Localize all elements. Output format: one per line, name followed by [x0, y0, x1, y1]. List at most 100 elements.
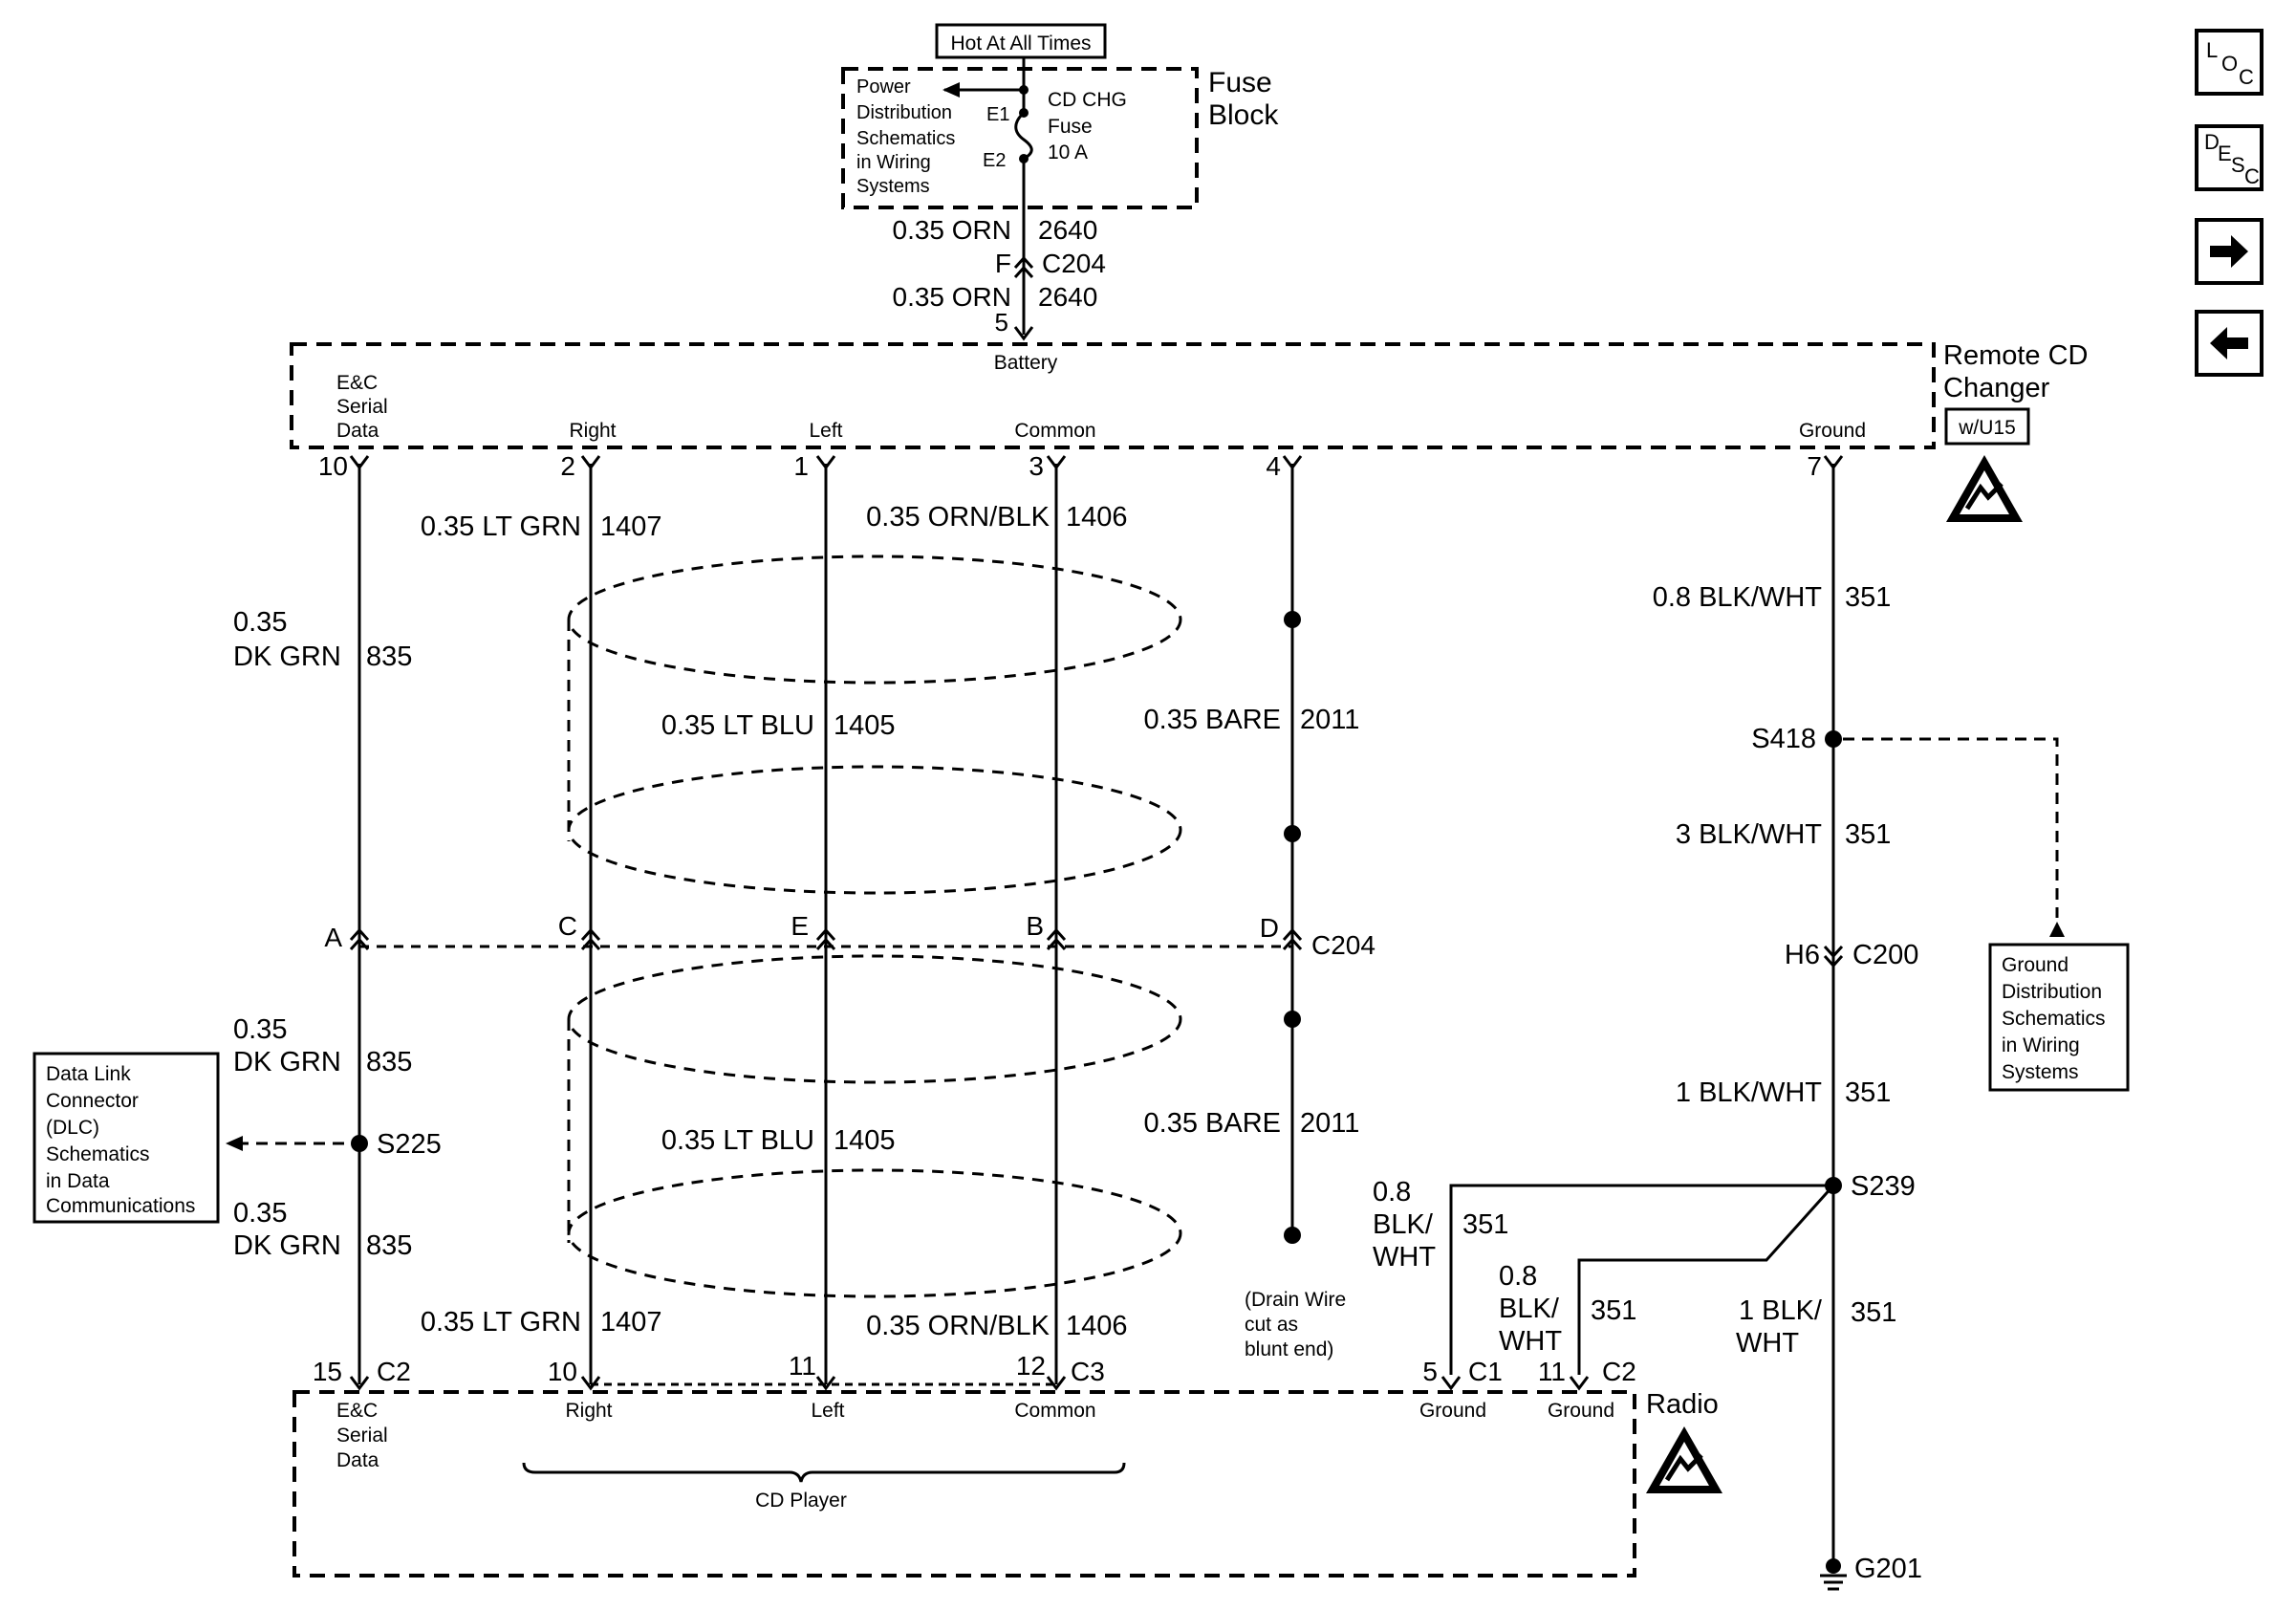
desc-button[interactable]: D E S C	[2195, 124, 2264, 191]
svg-text:C: C	[558, 911, 577, 941]
esd-icon	[1946, 455, 2023, 522]
svg-text:0.35: 0.35	[233, 607, 287, 638]
back-arrow-button[interactable]	[2195, 310, 2264, 377]
svg-text:Distribution: Distribution	[2002, 981, 2102, 1003]
radio-esd-icon	[1646, 1426, 1722, 1493]
svg-text:1: 1	[793, 451, 809, 481]
svg-text:Changer: Changer	[1943, 373, 2050, 403]
svg-text:BLK/: BLK/	[1373, 1209, 1434, 1240]
battery-label: Battery	[994, 352, 1058, 374]
svg-text:Distribution: Distribution	[856, 102, 952, 123]
svg-text:S418: S418	[1751, 724, 1816, 754]
svg-text:5: 5	[995, 308, 1008, 337]
svg-text:351: 351	[1845, 582, 1891, 613]
cd-player-bracket	[522, 1462, 1126, 1483]
fuse-block-title-2: Block	[1208, 99, 1279, 131]
svg-text:835: 835	[366, 1047, 412, 1077]
svg-text:3: 3	[1029, 451, 1044, 481]
svg-text:0.35 ORN/BLK: 0.35 ORN/BLK	[866, 1311, 1050, 1341]
svg-text:in Wiring: in Wiring	[856, 152, 931, 173]
svg-text:DK GRN: DK GRN	[233, 1047, 341, 1077]
svg-text:C3: C3	[1071, 1357, 1105, 1386]
svg-text:1405: 1405	[834, 1125, 896, 1156]
svg-text:Fuse: Fuse	[1048, 116, 1093, 138]
svg-text:Right: Right	[565, 1400, 612, 1422]
next-arrow-button[interactable]	[2195, 218, 2264, 285]
fuse-block: Fuse Block Power Distribution Schematics…	[841, 67, 1279, 209]
dlc-ref-box: Data Link Connector (DLC) Schematics in …	[32, 1052, 220, 1224]
svg-text:C200: C200	[1852, 940, 1918, 970]
svg-text:Data: Data	[336, 420, 379, 442]
svg-text:11: 11	[789, 1351, 816, 1381]
svg-text:7: 7	[1807, 451, 1822, 481]
svg-text:cut as: cut as	[1245, 1314, 1298, 1336]
svg-text:0.8: 0.8	[1499, 1261, 1537, 1292]
svg-text:C1: C1	[1468, 1357, 1503, 1386]
svg-text:1 BLK/WHT: 1 BLK/WHT	[1676, 1077, 1822, 1108]
svg-text:D: D	[1260, 913, 1279, 943]
g201-label: G201	[1854, 1554, 1922, 1584]
svg-text:DK GRN: DK GRN	[233, 1230, 341, 1261]
svg-text:0.35 LT GRN: 0.35 LT GRN	[421, 511, 581, 542]
option-badge	[1944, 407, 2030, 446]
svg-text:0.35: 0.35	[233, 1014, 287, 1045]
fuse-block-title: Fuse	[1208, 67, 1272, 98]
svg-text:Communications: Communications	[46, 1195, 195, 1217]
svg-text:in Wiring: in Wiring	[2002, 1034, 2080, 1056]
shield	[567, 555, 1182, 1298]
svg-text:Left: Left	[809, 420, 842, 442]
svg-text:0.35 LT BLU: 0.35 LT BLU	[661, 1125, 814, 1156]
ground-dist-ref-box: Ground Distribution Schematics in Wiring…	[1988, 943, 2130, 1092]
svg-text:E&C: E&C	[336, 372, 378, 394]
svg-text:blunt end): blunt end)	[1245, 1338, 1333, 1360]
svg-text:15: 15	[313, 1357, 342, 1386]
svg-text:1407: 1407	[600, 511, 662, 542]
svg-text:10: 10	[548, 1357, 577, 1386]
svg-text:WHT: WHT	[1499, 1326, 1562, 1357]
svg-text:1407: 1407	[600, 1307, 662, 1338]
svg-text:1405: 1405	[834, 710, 896, 741]
svg-text:Ground: Ground	[1419, 1400, 1486, 1422]
svg-text:C2: C2	[1602, 1357, 1636, 1386]
terminal-e1: E1	[986, 104, 1009, 125]
svg-text:0.35 BARE: 0.35 BARE	[1144, 1108, 1281, 1139]
svg-text:351: 351	[1845, 1077, 1891, 1108]
radio-title: Radio	[1646, 1389, 1719, 1420]
svg-text:2: 2	[560, 451, 575, 481]
svg-text:835: 835	[366, 642, 412, 672]
svg-text:S239: S239	[1851, 1171, 1916, 1202]
svg-text:Schematics: Schematics	[856, 128, 955, 149]
drain-note: (Drain Wire cut as blunt end)	[1245, 1289, 1346, 1360]
radio-module: Radio E&C Serial Data Right Left Common …	[292, 1389, 1722, 1577]
svg-text:0.8: 0.8	[1373, 1177, 1411, 1208]
svg-text:S225: S225	[377, 1129, 442, 1160]
svg-text:5: 5	[1422, 1357, 1438, 1386]
svg-text:in Data: in Data	[46, 1170, 110, 1192]
svg-text:E&C: E&C	[336, 1400, 378, 1422]
svg-text:Left: Left	[811, 1400, 844, 1422]
svg-text:351: 351	[1851, 1297, 1896, 1328]
loc-button[interactable]: L O C	[2195, 29, 2264, 96]
power-distribution-ref: Power Distribution Schematics in Wiring …	[856, 76, 955, 197]
svg-text:WHT: WHT	[1736, 1328, 1799, 1359]
svg-text:351: 351	[1591, 1295, 1636, 1326]
svg-text:Schematics: Schematics	[2002, 1008, 2106, 1030]
s225-splice	[351, 1135, 368, 1152]
svg-text:2011: 2011	[1300, 1108, 1359, 1139]
svg-text:1 BLK/: 1 BLK/	[1739, 1295, 1823, 1326]
svg-text:3 BLK/WHT: 3 BLK/WHT	[1676, 819, 1822, 850]
svg-text:Systems: Systems	[856, 176, 930, 197]
svg-text:Common: Common	[1014, 1400, 1095, 1422]
svg-text:DK GRN: DK GRN	[233, 642, 341, 672]
svg-text:BLK/: BLK/	[1499, 1294, 1560, 1324]
svg-text:0.35 ORN/BLK: 0.35 ORN/BLK	[866, 502, 1050, 533]
svg-text:2640: 2640	[1038, 282, 1097, 312]
svg-text:Schematics: Schematics	[46, 1143, 150, 1165]
arrow-left-icon	[2210, 327, 2248, 359]
svg-text:0.35 ORN: 0.35 ORN	[893, 282, 1012, 312]
svg-text:4: 4	[1266, 451, 1281, 481]
svg-text:Serial: Serial	[336, 396, 388, 418]
svg-text:1406: 1406	[1066, 1311, 1128, 1341]
svg-text:0.35 LT GRN: 0.35 LT GRN	[421, 1307, 581, 1338]
